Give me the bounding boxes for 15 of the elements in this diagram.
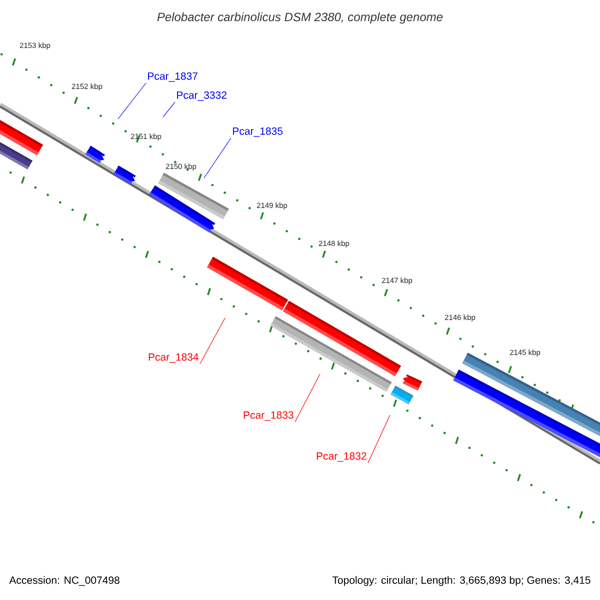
gene-label: Pcar_1832 (316, 452, 366, 462)
leader-line (118, 82, 146, 120)
leader-line (162, 102, 176, 118)
gene-label: Pcar_1837 (148, 72, 198, 82)
title: Pelobacter carbinolicus DSM 2380, complete genome (157, 12, 443, 24)
leader-line (368, 414, 390, 464)
gene-label: Pcar_1834 (148, 353, 198, 363)
leader-line (294, 374, 320, 422)
summary-text: Topology: circular; Length: 3,665,893 bp; Genes: 3,415 (332, 576, 590, 586)
gene-label: Pcar_3332 (177, 91, 226, 101)
gene-label: Pcar_1833 (244, 411, 294, 421)
leader-line (200, 318, 226, 364)
gene-label: Pcar_1835 (233, 127, 283, 137)
leader-line (204, 138, 232, 178)
accession-text: Accession: NC_007498 (9, 576, 120, 586)
